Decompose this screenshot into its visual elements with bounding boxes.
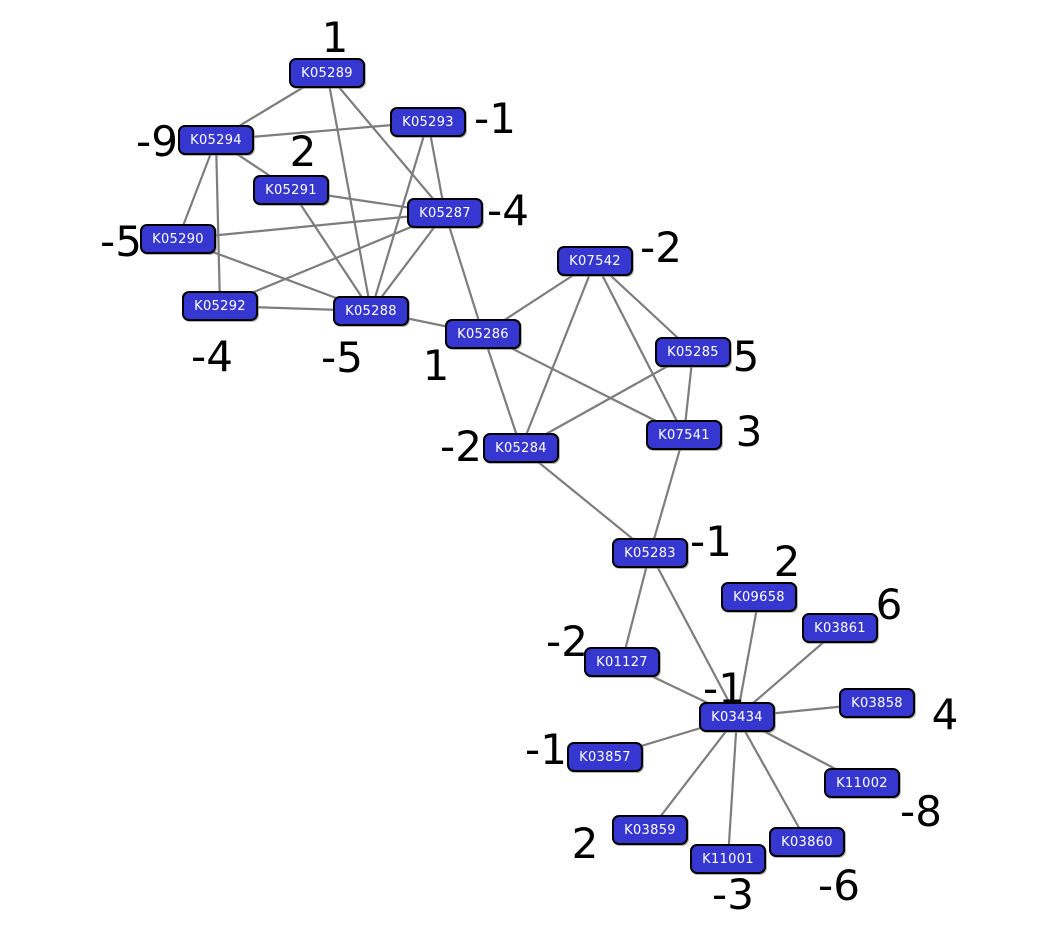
edge-K05289-K05287	[326, 72, 446, 214]
edge-K07542-K07541	[594, 260, 685, 436]
node-K07541: K07541	[646, 420, 722, 450]
node-K05290: K05290	[140, 224, 216, 254]
node-K05294: K05294	[178, 125, 254, 155]
node-label-K05289: K05289	[301, 65, 353, 81]
node-K05287: K05287	[407, 198, 483, 228]
node-label-K05286: K05286	[457, 326, 509, 342]
node-value-K09658: 2	[773, 537, 801, 586]
node-value-K03859: 2	[571, 819, 599, 868]
node-label-K05294: K05294	[190, 132, 242, 148]
node-K09658: K09658	[721, 582, 797, 612]
node-K11001: K11001	[690, 844, 766, 874]
node-value-K05290: -5	[100, 217, 142, 266]
node-label-K05287: K05287	[419, 205, 471, 221]
edge-K05287-K05286	[443, 212, 485, 335]
node-K05283: K05283	[612, 538, 688, 568]
node-value-K05288: -5	[321, 333, 363, 382]
node-value-K11002: -8	[900, 787, 942, 836]
edge-K05294-K05292	[214, 139, 222, 307]
node-value-K05283: -1	[690, 517, 732, 566]
node-label-K01127: K01127	[596, 654, 648, 670]
node-label-K05291: K05291	[265, 182, 317, 198]
node-label-K03858: K03858	[851, 695, 903, 711]
edge-K05283-K01127	[620, 552, 652, 663]
edge-K03434-K03860	[736, 716, 808, 843]
node-K05286: K05286	[445, 319, 521, 349]
node-label-K07542: K07542	[569, 253, 621, 269]
node-K03859: K03859	[612, 815, 688, 845]
node-K01127: K01127	[584, 647, 660, 677]
node-label-K03859: K03859	[624, 822, 676, 838]
node-label-K03861: K03861	[814, 620, 866, 636]
node-value-K05286: 1	[422, 341, 450, 390]
edge-K03434-K11001	[726, 716, 739, 860]
node-K03857: K03857	[567, 742, 643, 772]
node-K03858: K03858	[839, 688, 915, 718]
edge-K03434-K09658	[735, 596, 761, 718]
edge-K05293-K05287	[426, 121, 447, 214]
node-K05285: K05285	[655, 337, 731, 367]
node-K05289: K05289	[289, 58, 365, 88]
node-value-K11001: -3	[712, 870, 754, 919]
edge-K05289-K05288	[325, 72, 373, 312]
node-K03861: K03861	[802, 613, 878, 643]
node-K05292: K05292	[182, 291, 258, 321]
node-value-K05291: 2	[289, 127, 317, 176]
node-K07542: K07542	[557, 246, 633, 276]
node-value-K05294: -9	[136, 117, 178, 166]
node-label-K05290: K05290	[152, 231, 204, 247]
edge-K05287-K05288	[370, 212, 446, 312]
node-label-K05284: K05284	[495, 440, 547, 456]
edge-K05286-K07541	[482, 333, 685, 436]
node-label-K03860: K03860	[781, 834, 833, 850]
node-K11002: K11002	[824, 768, 900, 798]
node-K05284: K05284	[483, 433, 559, 463]
node-label-K05292: K05292	[194, 298, 246, 314]
node-K03860: K03860	[769, 827, 845, 857]
edge-K07542-K05284	[519, 260, 597, 449]
node-value-K07541: 3	[735, 407, 763, 456]
edge-K03434-K03859	[649, 716, 738, 831]
edge-K07542-K05285	[594, 260, 694, 353]
edge-K05292-K05287	[219, 211, 446, 308]
node-label-K05283: K05283	[624, 545, 676, 561]
node-label-K05285: K05285	[667, 344, 719, 360]
edge-K05294-K05290	[176, 139, 218, 240]
edge-K05291-K05288	[290, 189, 372, 312]
node-value-K05287: -4	[487, 186, 529, 235]
edge-K05290-K05287	[177, 211, 446, 241]
node-value-K05293: -1	[474, 94, 516, 143]
edge-K05285-K05284	[520, 351, 694, 449]
node-K05293: K05293	[390, 107, 466, 137]
node-value-K03434: -1	[703, 664, 745, 713]
node-value-K01127: -2	[546, 617, 588, 666]
node-label-K09658: K09658	[733, 589, 785, 605]
node-value-K05289: 1	[321, 13, 349, 62]
node-value-K05292: -4	[191, 332, 233, 381]
edge-K05284-K05283	[520, 447, 651, 554]
node-value-K05285: 5	[732, 332, 760, 381]
node-label-K11001: K11001	[702, 851, 754, 867]
node-label-K03434: K03434	[711, 709, 763, 725]
node-label-K03857: K03857	[579, 749, 631, 765]
node-label-K07541: K07541	[658, 427, 710, 443]
node-K05288: K05288	[333, 296, 409, 326]
node-value-K03857: -1	[525, 725, 567, 774]
edge-K05283-K03434	[649, 552, 738, 718]
node-K05291: K05291	[253, 175, 329, 205]
node-value-K03858: 4	[931, 690, 959, 739]
node-label-K05288: K05288	[345, 303, 397, 319]
node-K03434: K03434	[699, 702, 775, 732]
node-value-K05284: -2	[440, 422, 482, 471]
node-value-K07542: -2	[640, 223, 682, 272]
edge-K07541-K05283	[648, 434, 686, 554]
node-value-K03861: 6	[875, 580, 903, 629]
node-label-K11002: K11002	[836, 775, 888, 791]
node-label-K05293: K05293	[402, 114, 454, 130]
edge-K05286-K05284	[481, 333, 523, 449]
node-value-K03860: -6	[818, 861, 860, 910]
